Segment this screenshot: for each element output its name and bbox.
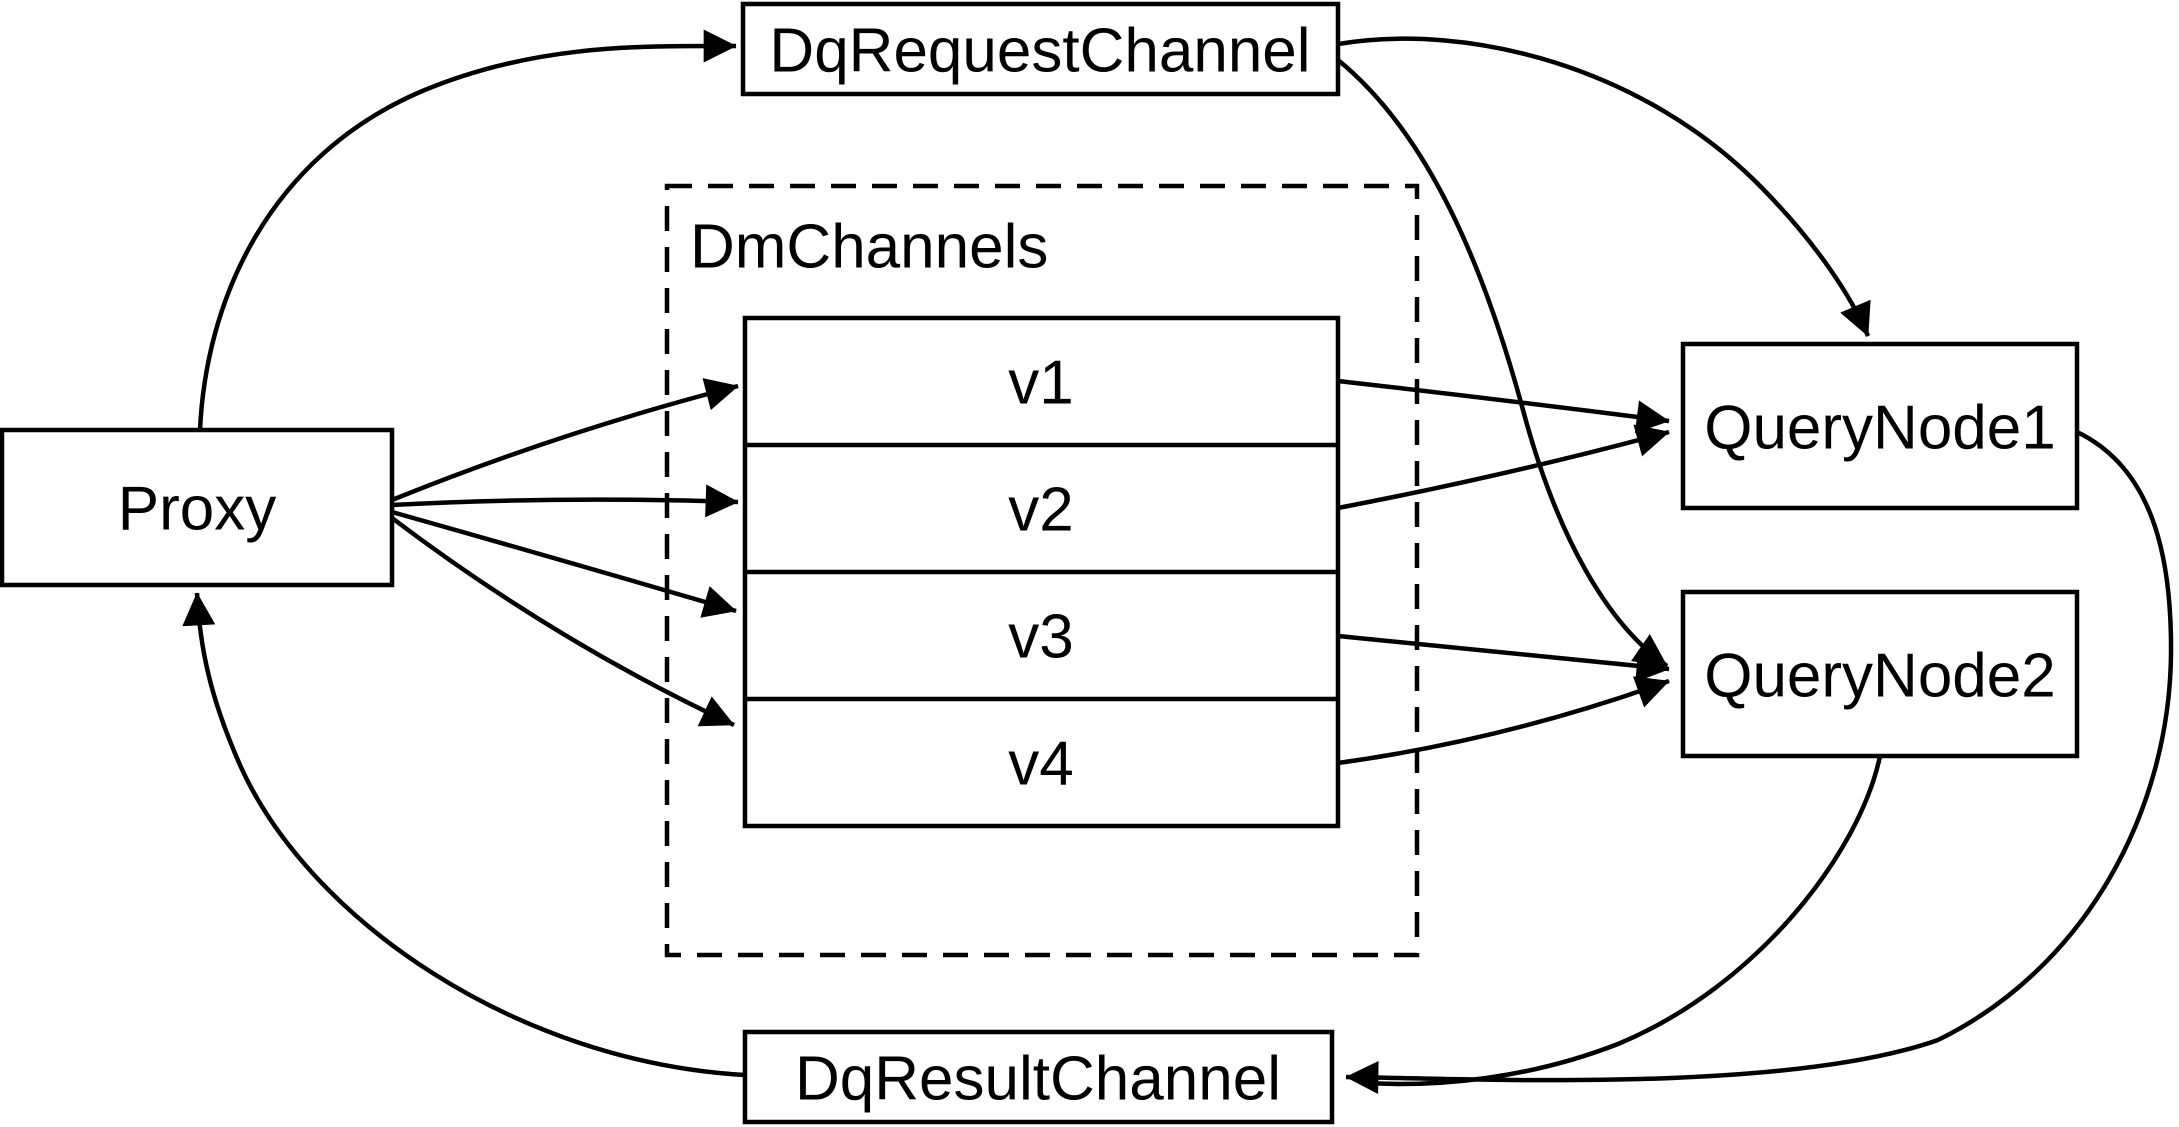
edge-dq-request-to-query-node2 xyxy=(1336,58,1669,668)
edge-query-node1-to-dq-result xyxy=(1345,429,2174,1094)
edge-dq-result-to-proxy xyxy=(182,592,746,1078)
edge-proxy-to-v3 xyxy=(391,509,737,618)
dq-result-channel-label: DqResultChannel xyxy=(795,1045,1281,1114)
proxy-label: Proxy xyxy=(118,475,276,544)
edge-query-node2-to-dq-result xyxy=(1367,755,1883,1087)
query-node1-box xyxy=(1680,341,2080,511)
channel-v3-label: v3 xyxy=(1008,603,1073,672)
edge-proxy-to-v2 xyxy=(391,484,739,518)
edges xyxy=(182,29,2174,1094)
edge-v3-to-query-node2 xyxy=(1337,633,1670,683)
edge-proxy-to-v1 xyxy=(391,378,739,503)
query-node2-label: QueryNode2 xyxy=(1704,642,2056,711)
channel-v1-label: v1 xyxy=(1008,349,1073,418)
channel-v2-label: v2 xyxy=(1008,476,1073,545)
edge-proxy-to-v4 xyxy=(390,516,735,728)
dq-request-channel-box xyxy=(740,1,1341,97)
edge-v1-to-query-node1 xyxy=(1337,378,1670,434)
edge-v4-to-query-node2 xyxy=(1337,676,1670,766)
labels: DqRequestChannel DmChannels Proxy v1 v2 … xyxy=(118,17,2056,1114)
edge-v2-to-query-node1 xyxy=(1337,424,1670,511)
dq-result-channel-box xyxy=(742,1029,1335,1125)
query-node2-box xyxy=(1680,589,2080,759)
query-node1-label: QueryNode1 xyxy=(1704,394,2056,463)
proxy-box xyxy=(0,427,395,588)
edge-proxy-to-dq-request-channel xyxy=(197,29,737,431)
dm-channels-label: DmChannels xyxy=(690,213,1048,282)
dq-request-channel-label: DqRequestChannel xyxy=(769,17,1310,86)
node-boxes xyxy=(0,1,2080,1125)
channel-v4-label: v4 xyxy=(1008,730,1073,799)
edge-dq-request-to-query-node1 xyxy=(1337,36,1871,337)
